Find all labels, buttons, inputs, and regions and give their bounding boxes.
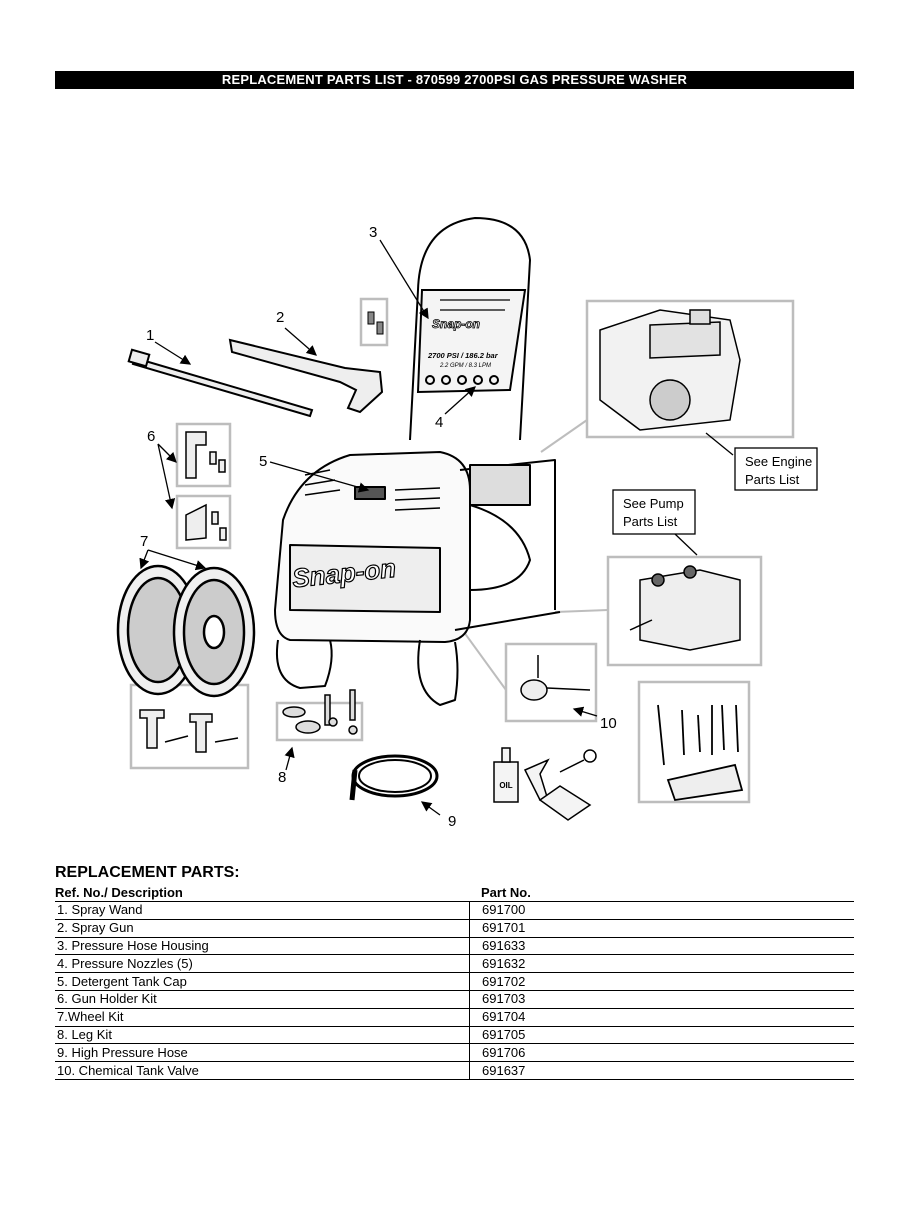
see-engine-line2: Parts List bbox=[745, 472, 800, 487]
inset-boxes bbox=[129, 297, 795, 804]
row-part-number: 691704 bbox=[469, 1008, 854, 1027]
see-pump-note: See Pump Parts List bbox=[612, 489, 696, 535]
row-description: 10. Chemical Tank Valve bbox=[55, 1061, 470, 1080]
callout-5: 5 bbox=[259, 453, 267, 470]
callout-7: 7 bbox=[140, 533, 148, 550]
pressure-washer-machine bbox=[274, 451, 561, 706]
callout-10: 10 bbox=[600, 715, 617, 732]
row-description: 9. High Pressure Hose bbox=[55, 1043, 470, 1063]
pump-inset bbox=[629, 565, 741, 651]
exploded-parts-diagram: Snap-on Snap-on 2700 PSI / 186.2 bar 2.2… bbox=[116, 216, 818, 830]
column-header-part-number: Part No. bbox=[481, 885, 531, 900]
row-part-number: 691701 bbox=[469, 919, 854, 938]
wheels bbox=[116, 564, 256, 698]
callout-numbers: 1 2 3 4 5 6 7 8 9 10 bbox=[140, 224, 617, 830]
row-description: 5. Detergent Tank Cap bbox=[55, 972, 470, 991]
callout-1: 1 bbox=[146, 327, 154, 344]
gun-holder-bottom-box bbox=[175, 494, 232, 550]
accessory-kit bbox=[493, 747, 597, 821]
row-description: 8. Leg Kit bbox=[55, 1026, 470, 1045]
housing-rating-label: 2700 PSI / 186.2 bar bbox=[427, 351, 499, 360]
tool-kit bbox=[657, 704, 744, 802]
row-description: 1. Spray Wand bbox=[55, 901, 470, 920]
brand-logo-housing: Snap-on bbox=[432, 317, 480, 331]
spray-wand bbox=[127, 348, 314, 418]
row-part-number: 691703 bbox=[469, 990, 854, 1009]
row-description: 3. Pressure Hose Housing bbox=[55, 937, 470, 956]
row-description: 7.Wheel Kit bbox=[55, 1008, 470, 1027]
replacement-parts-heading: REPLACEMENT PARTS: bbox=[55, 864, 240, 881]
row-part-number: 691633 bbox=[469, 937, 854, 956]
row-part-number: 691700 bbox=[469, 901, 854, 920]
table-row: 4. Pressure Nozzles (5)691632 bbox=[55, 954, 854, 974]
engine-inset bbox=[599, 309, 741, 431]
high-pressure-hose bbox=[349, 754, 439, 801]
callout-2: 2 bbox=[276, 309, 284, 326]
wheel-pins bbox=[139, 709, 239, 753]
row-description: 2. Spray Gun bbox=[55, 919, 470, 938]
engine-inset-box bbox=[585, 299, 795, 439]
callout-6: 6 bbox=[147, 428, 155, 445]
leader-lines bbox=[139, 239, 598, 816]
row-description: 4. Pressure Nozzles (5) bbox=[55, 954, 470, 974]
screw-pack bbox=[367, 311, 384, 335]
leg-kit-box bbox=[275, 701, 364, 742]
gun-holder-parts bbox=[185, 431, 227, 541]
leg-kit-parts bbox=[282, 689, 358, 735]
row-part-number: 691632 bbox=[469, 954, 854, 974]
see-pump-line2: Parts List bbox=[623, 514, 678, 529]
row-part-number: 691702 bbox=[469, 972, 854, 991]
tools-inset-box bbox=[637, 680, 751, 804]
valve-inset-box bbox=[504, 642, 598, 723]
wheel-pins-inset-box bbox=[129, 683, 250, 770]
callout-4: 4 bbox=[435, 414, 443, 431]
valve-inset bbox=[520, 655, 591, 701]
callout-3: 3 bbox=[369, 224, 377, 241]
gun-holder-top-box bbox=[175, 422, 232, 488]
column-header-description: Ref. No./ Description bbox=[55, 885, 183, 900]
callout-9: 9 bbox=[448, 813, 456, 830]
pressure-hose-housing bbox=[409, 216, 532, 441]
housing-flow-label: 2.2 GPM / 8.3 LPM bbox=[439, 363, 491, 369]
row-part-number: 691706 bbox=[469, 1043, 854, 1063]
row-part-number: 691705 bbox=[469, 1026, 854, 1045]
row-part-number: 691637 bbox=[469, 1061, 854, 1080]
see-engine-note: See Engine Parts List bbox=[734, 447, 818, 491]
callout-8: 8 bbox=[278, 769, 286, 786]
page-title: REPLACEMENT PARTS LIST - 870599 2700PSI … bbox=[55, 71, 854, 89]
screw-pack-box bbox=[359, 297, 389, 347]
spray-gun bbox=[228, 338, 384, 414]
see-engine-line1: See Engine bbox=[745, 454, 812, 469]
row-description: 6. Gun Holder Kit bbox=[55, 990, 470, 1009]
see-pump-line1: See Pump bbox=[623, 496, 684, 511]
oil-bottle-label: OIL bbox=[499, 781, 512, 790]
